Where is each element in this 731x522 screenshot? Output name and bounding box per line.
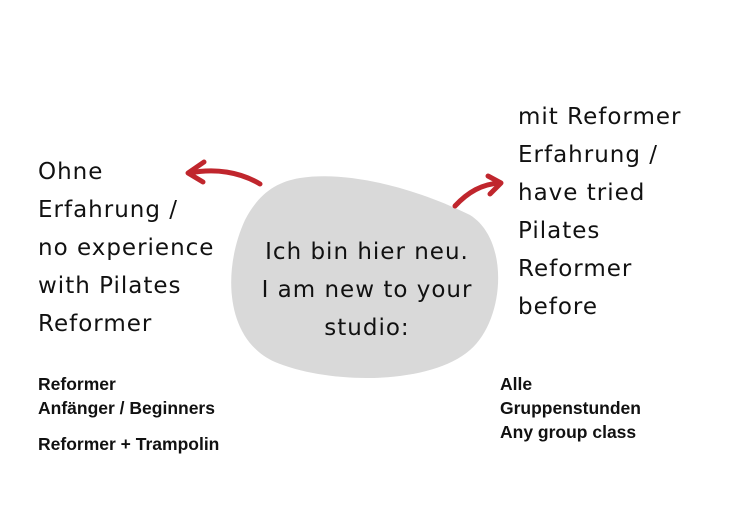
- arrow-right-icon: [452, 173, 504, 209]
- center-blob: [231, 176, 499, 378]
- right-line: before: [518, 294, 599, 320]
- right-line: Reformer: [518, 256, 633, 282]
- right-line: mit Reformer: [518, 104, 682, 130]
- left-line: Reformer: [38, 311, 153, 337]
- center-line: I am new to your: [261, 277, 473, 303]
- right-line: Erfahrung /: [518, 142, 659, 168]
- class-line: Alle: [500, 374, 533, 394]
- center-question: Ich bin hier neu. I am new to your studi…: [232, 233, 502, 347]
- center-line: Ich bin hier neu.: [265, 239, 469, 265]
- class-line: Reformer: [38, 374, 116, 394]
- class-reformer-trampolin: Reformer + Trampolin: [38, 432, 219, 456]
- center-line: studio:: [324, 315, 410, 341]
- class-reformer-beginners: Reformer Anfänger / Beginners: [38, 372, 215, 420]
- left-line: Erfahrung /: [38, 197, 179, 223]
- class-line: Gruppenstunden: [500, 398, 641, 418]
- arrow-left-icon: [185, 159, 263, 187]
- left-line: Ohne: [38, 159, 104, 185]
- left-line: no experience: [38, 235, 215, 261]
- class-line: Anfänger / Beginners: [38, 398, 215, 418]
- right-line: have tried: [518, 180, 646, 206]
- class-line: Any group class: [500, 422, 637, 442]
- class-any-group: Alle Gruppenstunden Any group class: [500, 372, 641, 444]
- left-option-no-experience: Ohne Erfahrung / no experience with Pila…: [38, 153, 214, 343]
- right-option-with-experience: mit Reformer Erfahrung / have tried Pila…: [518, 98, 681, 326]
- left-line: with Pilates: [38, 273, 182, 299]
- right-line: Pilates: [518, 218, 601, 244]
- class-line: Reformer + Trampolin: [38, 434, 220, 454]
